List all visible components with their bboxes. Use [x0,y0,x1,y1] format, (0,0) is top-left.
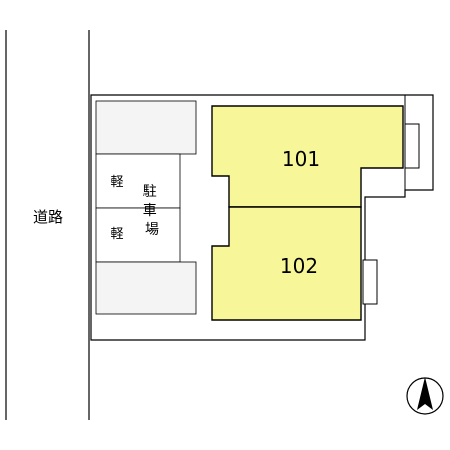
road-label: 道路 [33,208,63,226]
parking-space-kei-2 [95,207,181,263]
unit-102 [211,206,362,321]
parking-label: 駐 車 場 [143,184,161,238]
unit-102-label: 102 [280,254,318,278]
parking-space-kei-1 [95,153,181,209]
parking-space-bottom [95,261,197,315]
parking-kei-label-2: 軽 [110,227,123,242]
parking-kei-label-1: 軽 [110,175,123,190]
unit-101-label: 101 [282,147,320,171]
north-arrow-icon [406,377,444,415]
unit-101-outdoor-unit [404,123,420,169]
unit-102-outdoor-unit [362,259,378,305]
parking-space-top [95,100,197,155]
